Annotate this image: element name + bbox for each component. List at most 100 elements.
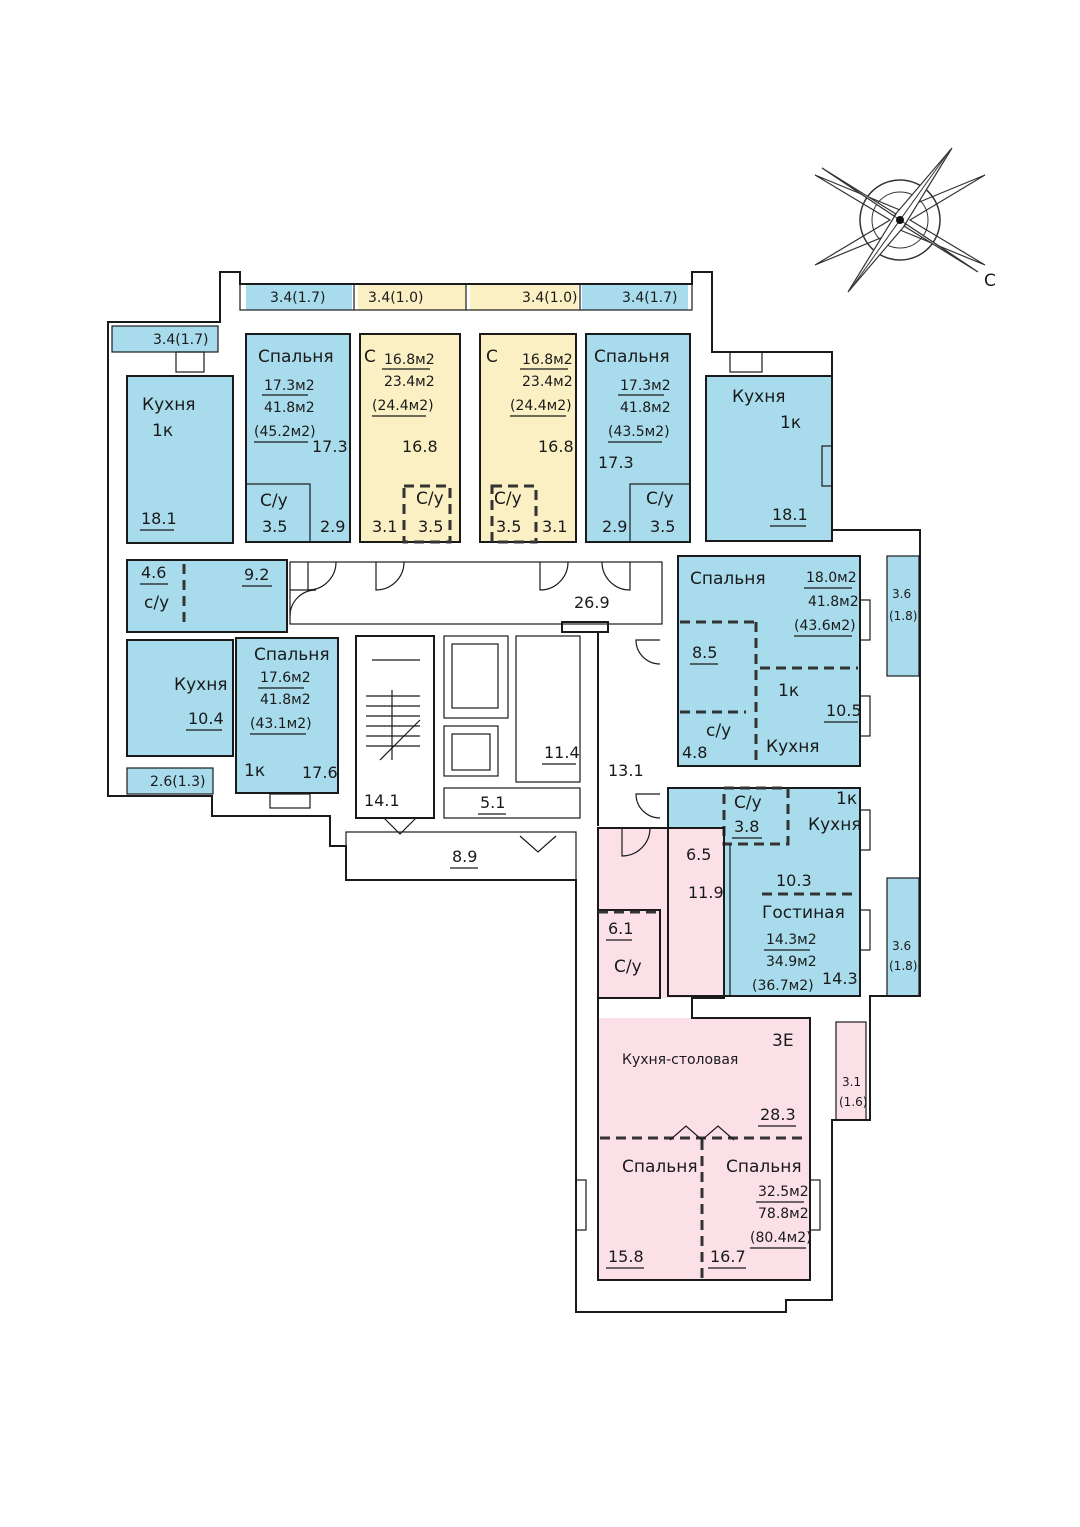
room-area: 10.4 (188, 709, 224, 728)
hall-area: 2.9 (602, 517, 627, 536)
room-area: 10.5 (826, 701, 862, 720)
bath-label: С/у (614, 957, 642, 977)
living-area: 18.0м2 (806, 570, 857, 586)
total-area: 41.8м2 (808, 594, 859, 610)
room-name: Гостиная (762, 903, 845, 923)
stairs-area: 14.1 (364, 791, 400, 810)
apartment-a: Кухня 1к 18.1 (140, 395, 196, 531)
room-area: 15.8 (608, 1247, 644, 1266)
living-area: 17.6м2 (260, 670, 311, 686)
room-name: Спальня (622, 1157, 698, 1177)
gross-area: (24.4м2) (510, 398, 572, 414)
room-name: Спальня (594, 347, 670, 367)
room-name: Кухня (732, 387, 786, 407)
total-area: 41.8м2 (260, 692, 311, 708)
hall-area: 11.9 (688, 883, 724, 902)
bath-area: 4.6 (141, 563, 166, 582)
bath-area: 6.1 (608, 919, 633, 938)
apartment-c: С 16.8м2 23.4м2 (24.4м2) 16.8 С/у 3.5 3.… (364, 347, 444, 536)
walls (107, 271, 921, 1313)
room-name: Кухня (142, 395, 196, 415)
bath-area: 3.8 (734, 817, 759, 836)
room-name: Кухня-столовая (622, 1052, 738, 1068)
bath-label: С/у (494, 489, 522, 509)
apartment-type: 1к (836, 789, 857, 809)
gross-area: (45.2м2) (254, 424, 316, 440)
room-name: Кухня (766, 737, 820, 757)
apartment-type: 3Е (772, 1031, 794, 1051)
room-name: Кухня (174, 675, 228, 695)
apartment-h: Спальня 18.0м2 41.8м2 (43.6м2) 8.5 1к 10… (682, 569, 862, 762)
studio-letter: С (486, 347, 498, 367)
room-area: 17.3 (598, 453, 634, 472)
total-area: 23.4м2 (522, 374, 573, 390)
balcony-label: 3.4(1.7) (622, 290, 677, 306)
balcony-label: 3.6 (892, 587, 911, 601)
hall-area: 13.1 (608, 761, 644, 780)
apartment-type: 1к (152, 421, 173, 441)
apartment-type: 1к (780, 413, 801, 433)
bath-label: С/у (260, 491, 288, 511)
apartment-fills (112, 284, 919, 1280)
room-name: Спальня (254, 645, 330, 665)
bath-area: 3.5 (650, 517, 675, 536)
apartment-type: 1к (244, 761, 265, 781)
balcony-label: 3.6 (892, 939, 911, 953)
room-name: Спальня (726, 1157, 802, 1177)
balcony-label: (1.8) (889, 959, 917, 973)
room-area: 16.8 (402, 437, 438, 456)
room-area: 17.3 (312, 437, 348, 456)
total-area: 34.9м2 (766, 954, 817, 970)
gross-area: (43.6м2) (794, 618, 856, 634)
bath-label: С/у (734, 793, 762, 813)
room-name: Спальня (690, 569, 766, 589)
common-areas: 26.9 11.4 13.1 14.1 5.1 8.9 (364, 593, 644, 869)
hall-area: 8.5 (692, 643, 717, 662)
bath-label: С/у (646, 489, 674, 509)
room-area: 14.3 (822, 969, 858, 988)
living-area: 14.3м2 (766, 932, 817, 948)
balcony-label: 2.6(1.3) (150, 774, 205, 790)
compass-rose: С (814, 147, 996, 293)
gross-area: (43.5м2) (608, 424, 670, 440)
compass-south-letter: С (984, 271, 996, 291)
vestibule-area: 5.1 (480, 793, 505, 812)
total-area: 23.4м2 (384, 374, 435, 390)
room-name: Спальня (258, 347, 334, 367)
living-area: 16.8м2 (522, 352, 573, 368)
studio-letter: С (364, 347, 376, 367)
hall-area: 2.9 (320, 517, 345, 536)
gross-area: (36.7м2) (752, 978, 814, 994)
room-area: 16.7 (710, 1247, 746, 1266)
gross-area: (80.4м2) (750, 1230, 812, 1246)
room-area: 10.3 (776, 871, 812, 890)
apartment-d: С 16.8м2 23.4м2 (24.4м2) 16.8 С/у 3.5 3.… (486, 347, 574, 536)
corridor-area: 26.9 (574, 593, 610, 612)
room-name: Кухня (808, 815, 862, 835)
hall-area: 9.2 (244, 565, 269, 584)
balcony-label: 3.4(1.7) (153, 332, 208, 348)
entrance-area: 8.9 (452, 847, 477, 866)
hall-area: 3.1 (372, 517, 397, 536)
apartment-type: 1к (778, 681, 799, 701)
apartment-g: 4.6 с/у 9.2 Кухня 10.4 Спальня 17.6м2 41… (140, 563, 338, 782)
gross-area: (24.4м2) (372, 398, 434, 414)
bath-area: 4.8 (682, 743, 707, 762)
hall-area: 3.1 (542, 517, 567, 536)
balcony-labels: 3.4(1.7) 3.4(1.7) 3.4(1.0) 3.4(1.0) 3.4(… (150, 290, 917, 1109)
hall-area: 6.5 (686, 845, 711, 864)
bath-area: 3.5 (418, 517, 443, 536)
balcony-label: (1.6) (839, 1095, 867, 1109)
living-area: 17.3м2 (264, 378, 315, 394)
living-area: 32.5м2 (758, 1184, 809, 1200)
bath-area: 3.5 (496, 517, 521, 536)
lift-hall-area: 11.4 (544, 743, 580, 762)
total-area: 78.8м2 (758, 1206, 809, 1222)
gross-area: (43.1м2) (250, 716, 312, 732)
living-area: 16.8м2 (384, 352, 435, 368)
bath-label: с/у (144, 593, 169, 613)
bath-label: С/у (416, 489, 444, 509)
apartment-j: 11.9 6.1 С/у 3Е Кухня-столовая 28.3 Спал… (606, 883, 812, 1269)
balcony-label: 3.4(1.0) (522, 290, 577, 306)
balcony-label: 3.1 (842, 1075, 861, 1089)
